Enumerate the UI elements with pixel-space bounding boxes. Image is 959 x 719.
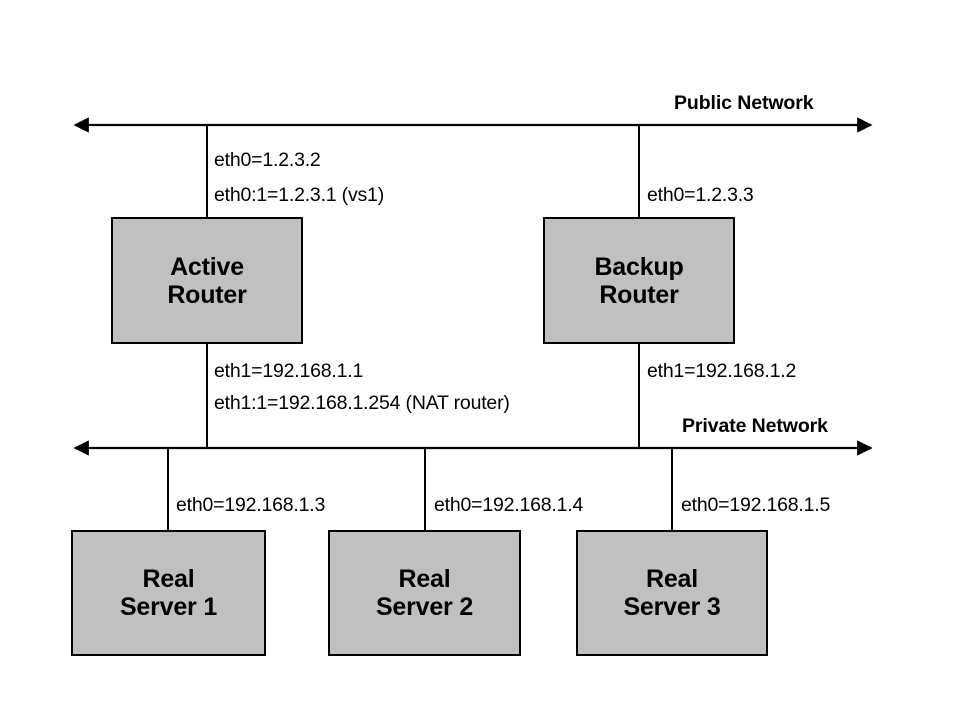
iface-active-private-eth1-alias: eth1:1=192.168.1.254 (NAT router) xyxy=(214,392,510,414)
public-network-label: Public Network xyxy=(674,92,814,114)
iface-backup-public-eth0: eth0=1.2.3.3 xyxy=(647,184,754,206)
private-network-label: Private Network xyxy=(682,415,828,437)
node-real-server-3[interactable]: Real Server 3 xyxy=(576,530,768,656)
iface-real-server-3-eth0: eth0=192.168.1.5 xyxy=(681,494,831,516)
node-backup-router-line1: Backup xyxy=(594,252,684,281)
node-real-server-1-line1: Real xyxy=(142,565,195,593)
iface-active-public-eth0-alias: eth0:1=1.2.3.1 (vs1) xyxy=(214,184,384,206)
iface-backup-private-eth1: eth1=192.168.1.2 xyxy=(647,360,797,382)
node-real-server-3-line2: Server 3 xyxy=(623,593,721,621)
node-backup-router-line2: Router xyxy=(599,280,679,309)
iface-real-server-2-eth0: eth0=192.168.1.4 xyxy=(434,494,584,516)
node-real-server-2[interactable]: Real Server 2 xyxy=(328,530,521,656)
node-real-server-2-line2: Server 2 xyxy=(375,593,474,621)
node-real-server-1-line2: Server 1 xyxy=(119,593,218,621)
node-active-router-line1: Active xyxy=(170,252,244,281)
iface-active-public-eth0: eth0=1.2.3.2 xyxy=(214,149,321,171)
node-backup-router[interactable]: Backup Router xyxy=(543,217,735,344)
iface-real-server-1-eth0: eth0=192.168.1.3 xyxy=(176,494,326,516)
node-real-server-3-line1: Real xyxy=(645,565,698,593)
node-active-router-line2: Router xyxy=(167,280,247,309)
node-real-server-1[interactable]: Real Server 1 xyxy=(71,530,266,656)
node-real-server-2-line1: Real xyxy=(398,565,451,593)
iface-active-private-eth1: eth1=192.168.1.1 xyxy=(214,360,364,382)
node-active-router[interactable]: Active Router xyxy=(111,217,303,344)
